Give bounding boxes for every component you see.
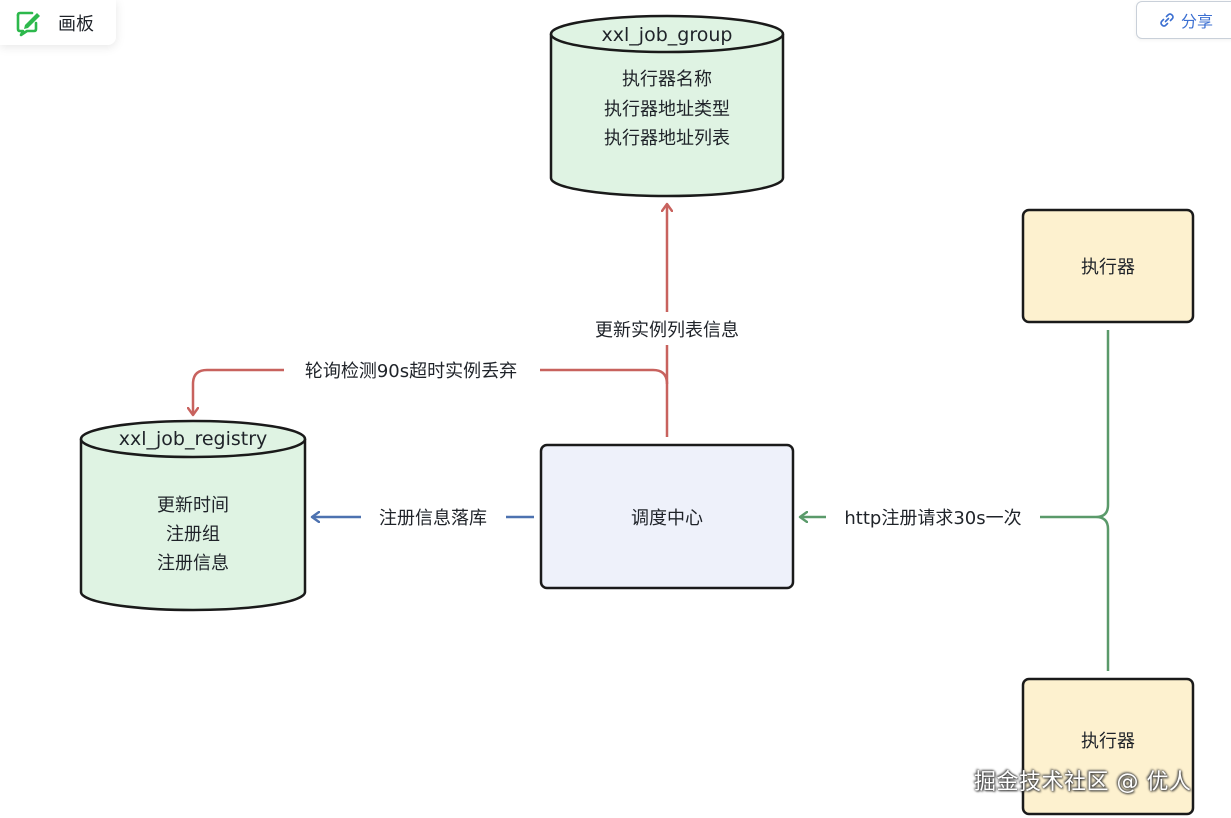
- edge-http-register[interactable]: http注册请求30s一次: [802, 330, 1110, 671]
- edit-board-icon[interactable]: [14, 9, 42, 37]
- executor-bottom-label: 执行器: [1081, 731, 1135, 752]
- share-label: 分享: [1181, 12, 1214, 31]
- db-registry-line: 注册组: [166, 524, 220, 545]
- db-registry-line: 更新时间: [157, 495, 229, 516]
- db-group-title: xxl_job_group: [602, 24, 733, 46]
- edge-poll-timeout[interactable]: 轮询检测90s超时实例丢弃: [193, 361, 669, 413]
- share-button[interactable]: 分享: [1136, 1, 1231, 39]
- edge-label-http-register: http注册请求30s一次: [844, 508, 1021, 529]
- executor-node-bottom[interactable]: 执行器: [1021, 677, 1195, 816]
- board-toolbar: 画板: [0, 0, 116, 45]
- executor-top-label: 执行器: [1081, 257, 1135, 278]
- edge-register-persist[interactable]: 注册信息落库: [314, 508, 534, 529]
- executor-node-top[interactable]: 执行器: [1021, 208, 1195, 324]
- db-registry-title: xxl_job_registry: [119, 428, 268, 450]
- db-group-line: 执行器地址类型: [604, 99, 730, 120]
- scheduler-label: 调度中心: [631, 508, 703, 529]
- board-title: 画板: [58, 13, 94, 35]
- edge-label-poll-timeout: 轮询检测90s超时实例丢弃: [305, 361, 517, 382]
- db-xxl-job-registry[interactable]: xxl_job_registry 更新时间 注册组 注册信息: [79, 419, 307, 612]
- db-registry-line: 注册信息: [157, 553, 229, 574]
- edge-label-register-persist: 注册信息落库: [379, 508, 487, 529]
- edge-update-instances[interactable]: 更新实例列表信息: [595, 206, 739, 437]
- db-group-line: 执行器地址列表: [604, 128, 730, 149]
- db-xxl-job-group[interactable]: xxl_job_group 执行器名称 执行器地址类型 执行器地址列表: [549, 14, 785, 198]
- edge-label-update-instances: 更新实例列表信息: [595, 320, 739, 341]
- watermark-text: 掘金技术社区 @ 优人: [974, 770, 1192, 795]
- link-icon: [1159, 12, 1175, 28]
- scheduler-node[interactable]: 调度中心: [539, 443, 795, 590]
- db-group-line: 执行器名称: [622, 69, 712, 90]
